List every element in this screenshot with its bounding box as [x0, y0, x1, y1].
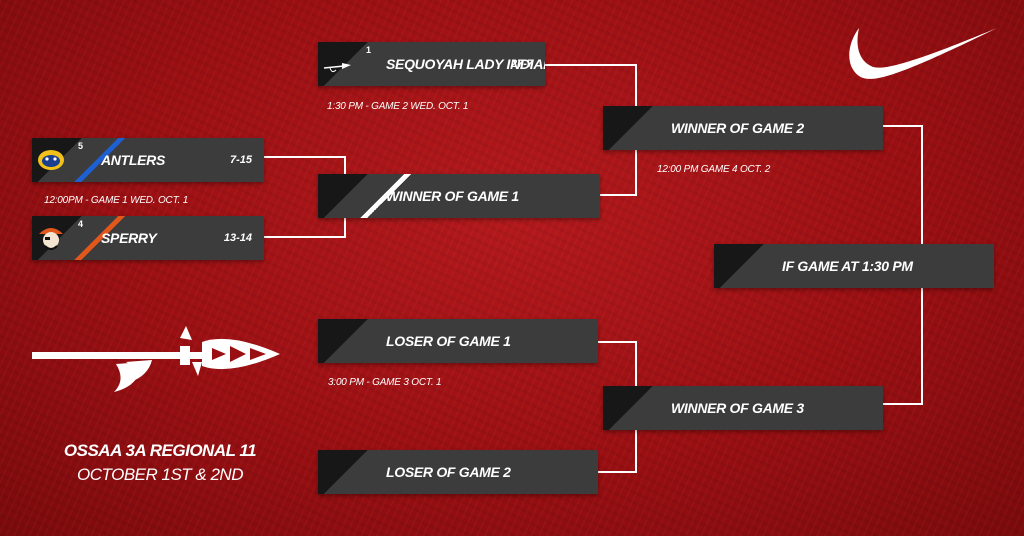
- seed-number: 4: [78, 219, 84, 229]
- slot-label: IF GAME AT 1:30 PM: [782, 258, 913, 274]
- box-corner-accent: [603, 106, 663, 150]
- slot-winner-game-2[interactable]: WINNER OF GAME 2: [603, 106, 883, 150]
- team-record: 13-14: [223, 232, 252, 244]
- seed-number: 1: [366, 45, 372, 55]
- team-name: ANTLERS: [101, 152, 166, 168]
- game-note: 12:00 PM GAME 4 OCT. 2: [657, 164, 771, 175]
- team-name: SPERRY: [101, 230, 157, 246]
- team-box-antlers[interactable]: 5 ANTLERS 7-15: [32, 138, 264, 182]
- slot-label: LOSER OF GAME 1: [386, 333, 511, 349]
- slot-loser-game-2[interactable]: LOSER OF GAME 2: [318, 450, 598, 494]
- box-corner-accent: [318, 450, 378, 494]
- bearcat-logo-icon: [38, 150, 64, 170]
- event-dates: OCTOBER 1ST & 2ND: [77, 465, 243, 484]
- game-note: 12:00PM - GAME 1 WED. OCT. 1: [44, 195, 189, 206]
- box-corner-accent: [318, 42, 378, 86]
- slot-loser-game-1[interactable]: LOSER OF GAME 1: [318, 319, 598, 363]
- team-color-stripe: [68, 138, 138, 182]
- event-title: OSSAA 3A REGIONAL 11: [63, 441, 257, 460]
- pirate-logo-icon: [39, 228, 63, 250]
- team-box-sequoyah[interactable]: 1 SEQUOYAH LADY INDIANS 27-7: [318, 42, 545, 86]
- team-record: 27-7: [510, 58, 533, 70]
- slot-label: LOSER OF GAME 2: [386, 464, 511, 480]
- nike-swoosh-icon: [849, 28, 997, 79]
- slot-label: WINNER OF GAME 3: [671, 400, 804, 416]
- game-note: 3:00 PM - GAME 3 OCT. 1: [328, 377, 442, 388]
- team-box-sperry[interactable]: 4 SPERRY 13-14: [32, 216, 264, 260]
- team-color-stripe: [68, 216, 138, 260]
- game-note: 1:30 PM - GAME 2 WED. OCT. 1: [327, 101, 469, 112]
- slot-stripe: [354, 174, 424, 218]
- slot-if-game[interactable]: IF GAME AT 1:30 PM: [714, 244, 994, 288]
- seed-number: 5: [78, 141, 84, 151]
- spear-logo-icon: [32, 326, 280, 392]
- team-name: SEQUOYAH LADY INDIANS: [386, 56, 545, 72]
- box-corner-accent: [603, 386, 663, 430]
- box-corner-accent: [318, 319, 378, 363]
- slot-label: WINNER OF GAME 2: [671, 120, 804, 136]
- slot-label: WINNER OF GAME 1: [386, 188, 519, 204]
- spear-logo-icon: [323, 63, 351, 73]
- team-record: 7-15: [229, 154, 252, 166]
- box-corner-accent: [714, 244, 774, 288]
- slot-winner-game-3[interactable]: WINNER OF GAME 3: [603, 386, 883, 430]
- slot-winner-game-1[interactable]: WINNER OF GAME 1: [318, 174, 600, 218]
